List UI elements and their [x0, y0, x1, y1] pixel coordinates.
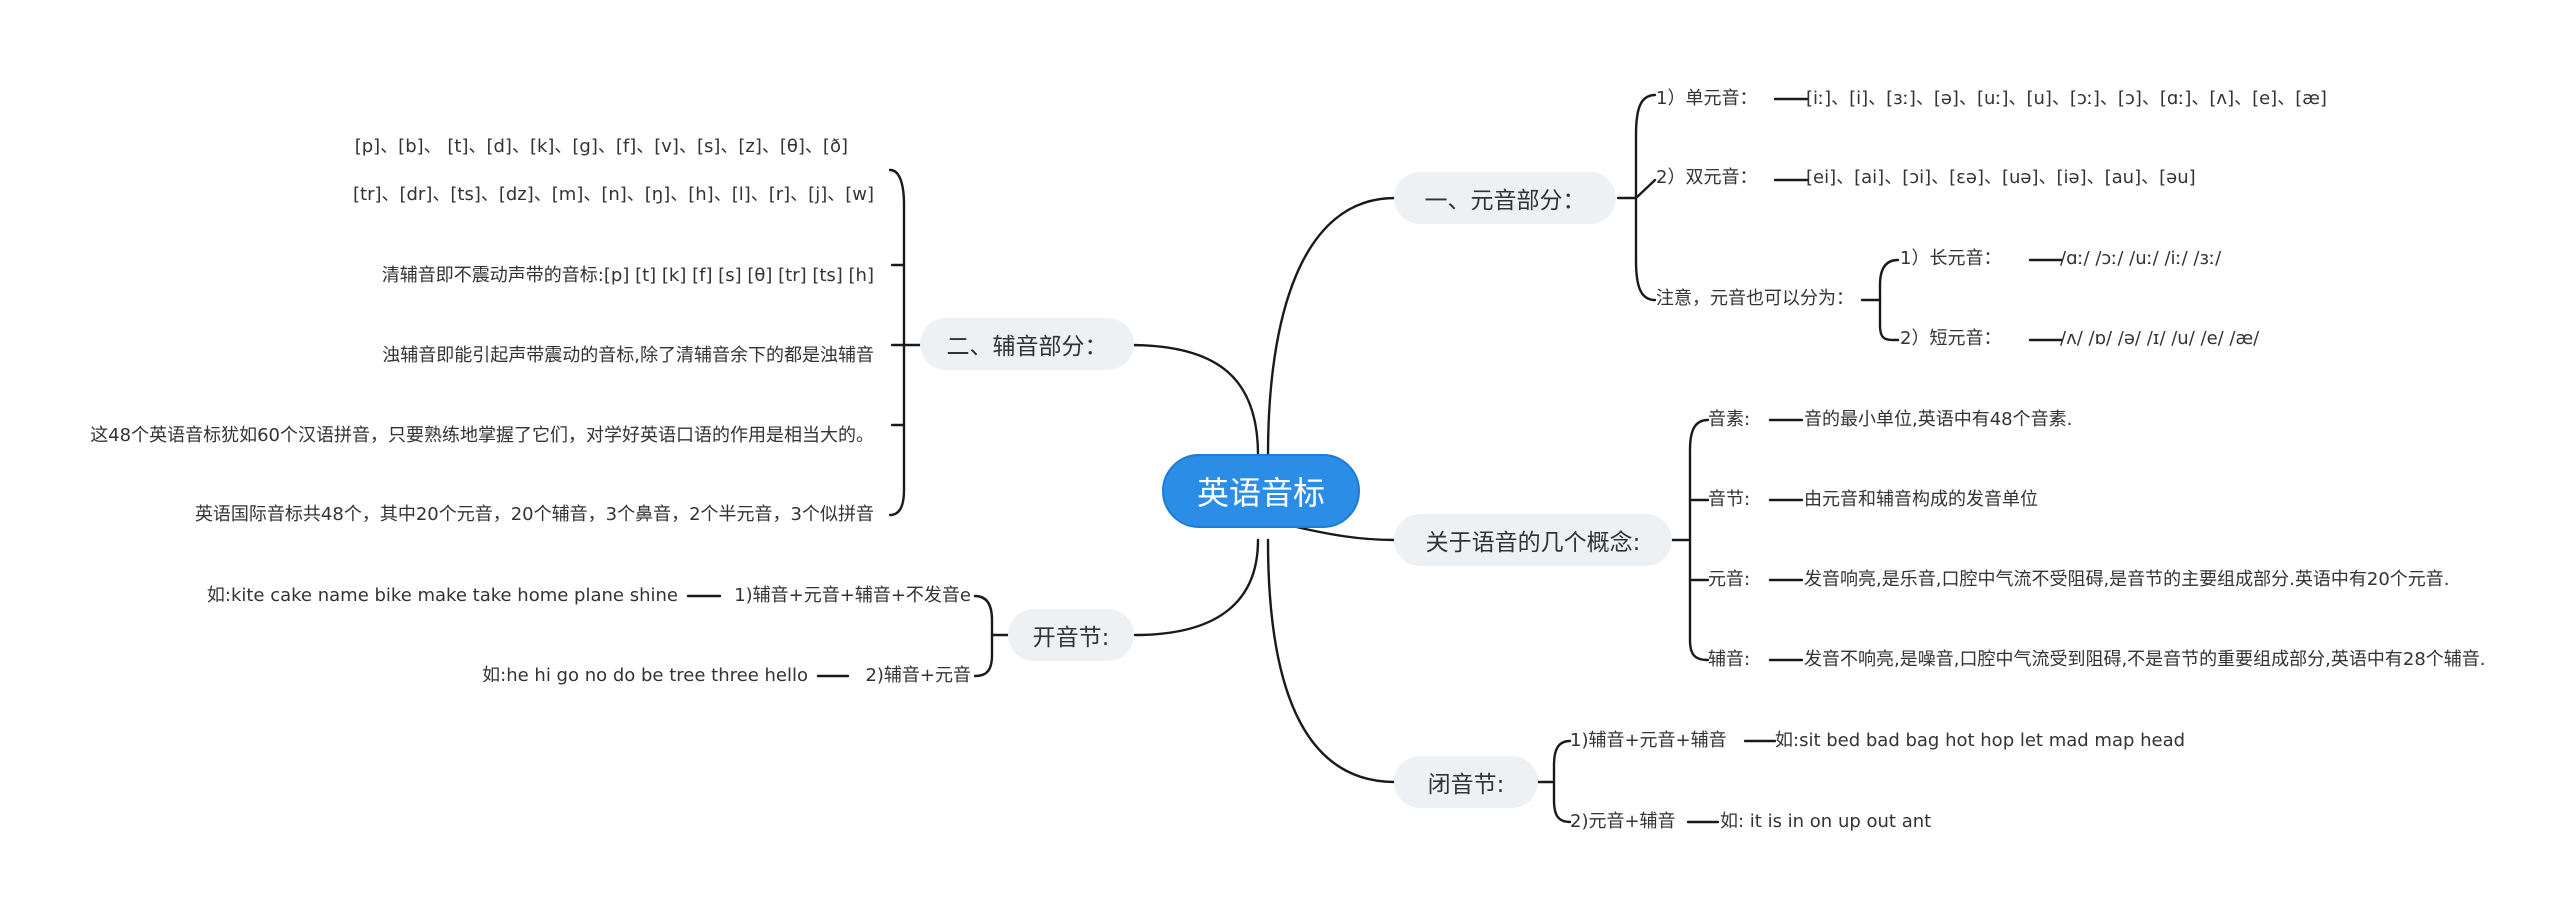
open-rule: 2)辅音+元音	[865, 665, 971, 686]
concept-term: 辅音:	[1708, 649, 1751, 670]
consonant-node[interactable]: 二、辅音部分：	[920, 318, 1134, 370]
concept-desc: 发音响亮,是乐音,口腔中气流不受阻碍,是音节的主要组成部分.英语中有20个元音.	[1804, 569, 2450, 590]
concepts-node[interactable]: 关于语音的几个概念:	[1394, 514, 1672, 566]
root-label: 英语音标	[1196, 474, 1325, 512]
vowel-node[interactable]: 一、元音部分：	[1394, 172, 1616, 224]
open-example: 如:he hi go no do be tree three hello	[482, 665, 808, 686]
short-vowel-value: /ʌ/ /ɒ/ /ə/ /ɪ/ /u/ /e/ /æ/	[2060, 328, 2260, 349]
closed-rule: 1)辅音+元音+辅音	[1570, 730, 1727, 751]
concept-desc: 音的最小单位,英语中有48个音素.	[1804, 409, 2073, 430]
consonant-item: [p]、[b]、 [t]、[d]、[k]、[g]、[f]、[v]、[s]、[z]…	[354, 136, 848, 157]
concepts-node-label: 关于语音的几个概念:	[1425, 530, 1641, 556]
closed-example: 如:sit bed bad bag hot hop let mad map he…	[1775, 730, 2186, 751]
double-vowel-value: [ei]、[ai]、[ɔi]、[ɛə]、[uə]、[iə]、[au]、[əu]	[1806, 167, 2196, 188]
single-vowel-value: [iː]、[i]、[ɜː]、[ə]、[uː]、[u]、[ɔː]、[ɔ]、[ɑː]…	[1806, 88, 2327, 109]
consonant-item: 这48个英语音标犹如60个汉语拼音，只要熟练地掌握了它们，对学好英语口语的作用是…	[90, 425, 874, 446]
vowel-node-label: 一、元音部分：	[1424, 188, 1586, 214]
root-node[interactable]: 英语音标	[1162, 454, 1360, 528]
consonant-item: 浊辅音即能引起声带震动的音标,除了清辅音余下的都是浊辅音	[382, 345, 874, 366]
closed-example: 如: it is in on up out ant	[1720, 811, 1932, 832]
closed-syllable-label: 闭音节:	[1427, 772, 1505, 798]
long-vowel-label: 1）长元音：	[1900, 248, 2002, 269]
vowel-note-label: 注意，元音也可以分为：	[1656, 288, 1854, 309]
concept-term: 音节:	[1708, 489, 1751, 510]
concept-desc: 由元音和辅音构成的发音单位	[1804, 489, 2038, 510]
long-vowel-value: /ɑː/ /ɔː/ /uː/ /iː/ /ɜː/	[2060, 248, 2222, 269]
double-vowel-label: 2）双元音：	[1656, 167, 1758, 188]
concept-term: 元音:	[1708, 569, 1751, 590]
open-rule: 1)辅音+元音+辅音+不发音e	[734, 585, 971, 606]
closed-syllable-node[interactable]: 闭音节:	[1394, 756, 1538, 808]
consonant-item: 英语国际音标共48个，其中20个元音，20个辅音，3个鼻音，2个半元音，3个似拼…	[194, 504, 874, 525]
short-vowel-label: 2）短元音：	[1900, 328, 2002, 349]
concept-desc: 发音不响亮,是噪音,口腔中气流受到阻碍,不是音节的重要组成部分,英语中有28个辅…	[1804, 649, 2486, 670]
open-syllable-node[interactable]: 开音节:	[1008, 609, 1134, 661]
single-vowel-label: 1）单元音：	[1656, 88, 1758, 109]
closed-rule: 2)元音+辅音	[1570, 811, 1676, 832]
consonant-item: 清辅音即不震动声带的音标:[p] [t] [k] [f] [s] [θ] [tr…	[381, 265, 874, 286]
open-example: 如:kite cake name bike make take home pla…	[206, 585, 678, 606]
consonant-item: [tr]、[dr]、[ts]、[dz]、[m]、[n]、[ŋ]、[h]、[l]、…	[352, 184, 874, 205]
open-syllable-label: 开音节:	[1032, 625, 1110, 651]
concept-term: 音素:	[1708, 409, 1751, 430]
consonant-node-label: 二、辅音部分：	[946, 334, 1108, 360]
